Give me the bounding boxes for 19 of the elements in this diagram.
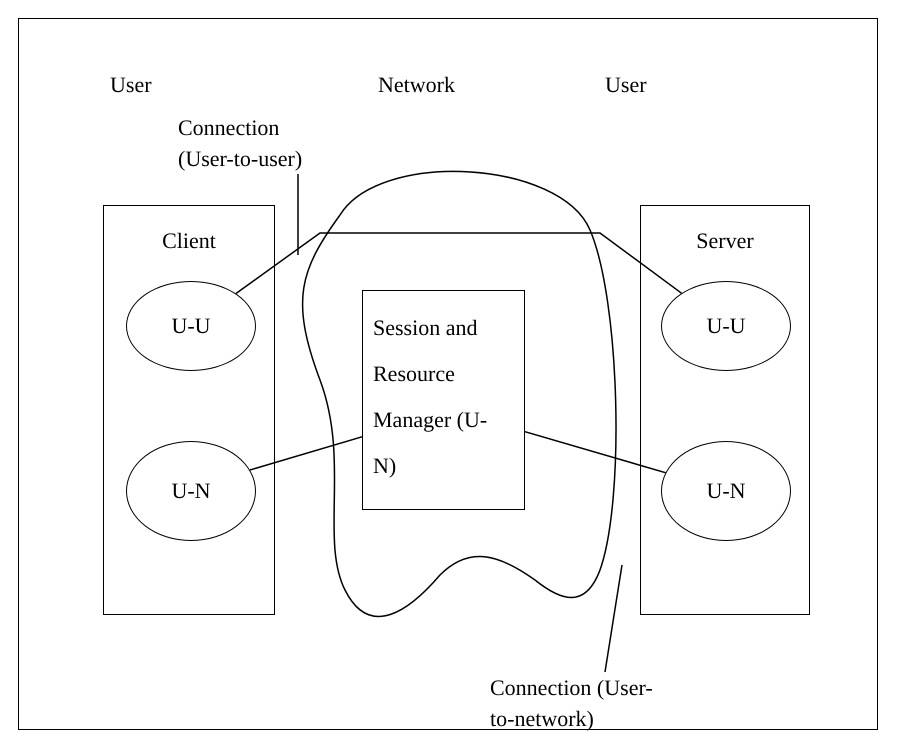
manager-box: Session and Resource Manager (U-N) [362,290,525,510]
protocol-ellipse: U-U [126,281,256,371]
protocol-ellipse: U-N [661,441,791,541]
column-label: User [605,72,647,98]
box-heading: Server [695,228,755,254]
column-label: User [110,72,152,98]
connection-label: Connection (User-to-user) [178,112,328,174]
protocol-ellipse: U-U [661,281,791,371]
client-box [103,205,275,615]
leader-line [604,564,623,672]
leader-line [297,174,299,255]
connection-line [236,232,682,294]
column-label: Network [378,72,455,98]
server-box [640,205,810,615]
protocol-ellipse: U-N [126,441,256,541]
box-heading: Client [161,228,217,254]
connection-line [250,436,362,471]
connection-line [524,430,666,474]
connection-label: Connection (User-to-network) [490,672,665,734]
